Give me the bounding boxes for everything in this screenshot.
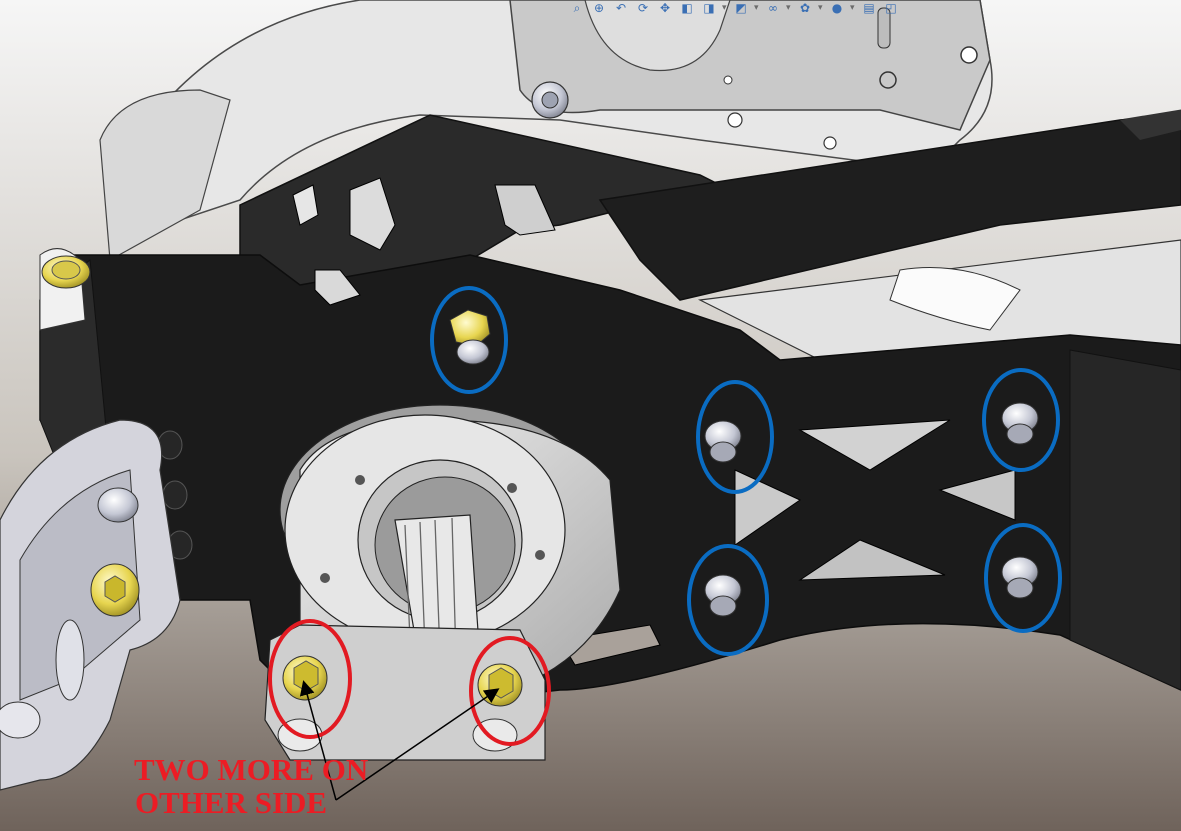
silver-bolt-2[interactable] — [1001, 402, 1039, 445]
scene-icon[interactable]: ● — [831, 1, 843, 15]
dropdown-chevron-icon[interactable]: ▾ — [786, 3, 791, 13]
previous-view-icon[interactable]: ↶ — [615, 1, 627, 15]
yellow-bolt-upper-center[interactable] — [449, 309, 491, 365]
dropdown-chevron-icon[interactable]: ▾ — [722, 3, 727, 13]
zoom-to-fit-icon[interactable]: ⌕ — [573, 1, 581, 15]
red-callouts — [268, 619, 551, 746]
annotation-line-1: TWO MORE ON — [134, 752, 369, 787]
blue-circle-upper-bolt — [430, 286, 508, 394]
silver-bolt-1[interactable] — [704, 420, 742, 463]
blue-circle-bolt-1 — [696, 380, 774, 494]
display-style-icon[interactable]: ◩ — [735, 1, 747, 15]
appearance-icon[interactable]: ✿ — [799, 1, 811, 15]
heads-up-view-toolbar: ⌕ ⊕ ↶ ⟳ ✥ ◧ ◨ ▾ ◩ ▾ ∞ ▾ ✿ ▾ ● ▾ ▤ ◰ — [564, 0, 944, 16]
silver-bolt-link[interactable] — [97, 487, 139, 523]
hide-show-icon[interactable]: ∞ — [768, 1, 778, 15]
annotation-label: TWO MORE ON OTHER SIDE — [134, 753, 368, 819]
silver-fasteners — [97, 402, 1039, 617]
section-view-icon[interactable]: ◧ — [681, 1, 693, 15]
silver-bolt-3[interactable] — [704, 574, 742, 617]
output-hub — [264, 404, 621, 761]
dropdown-chevron-icon[interactable]: ▾ — [818, 3, 823, 13]
annotation-line-2: OTHER SIDE — [135, 785, 328, 820]
blue-circle-bolt-2 — [982, 368, 1060, 472]
silver-bolt-4[interactable] — [1001, 556, 1039, 599]
gearbox-housing — [99, 0, 993, 261]
blue-circle-bolt-3 — [687, 544, 769, 656]
yellow-bolt-lower-left[interactable] — [282, 655, 328, 701]
dropdown-chevron-icon[interactable]: ▾ — [850, 3, 855, 13]
red-circle-right — [469, 636, 551, 746]
rotate-icon[interactable]: ⟳ — [637, 1, 649, 15]
yellow-bolt-lower-right[interactable] — [477, 663, 523, 707]
blue-callouts — [430, 286, 1062, 656]
zoom-area-icon[interactable]: ⊕ — [593, 1, 605, 15]
callout-arrows — [299, 680, 500, 801]
view-settings-icon[interactable]: ▤ — [863, 1, 875, 15]
view-orientation-icon[interactable]: ◨ — [703, 1, 715, 15]
red-circle-left — [268, 619, 352, 739]
arrow-to-left-bolt — [299, 680, 337, 801]
3d-view-icon[interactable]: ◰ — [885, 1, 897, 15]
yellow-bolt-top-left[interactable] — [41, 255, 91, 289]
dropdown-chevron-icon[interactable]: ▾ — [754, 3, 759, 13]
pan-icon[interactable]: ✥ — [659, 1, 671, 15]
blue-circle-bolt-4 — [984, 523, 1062, 633]
arrow-to-right-bolt — [335, 688, 500, 801]
yellow-bolt-link[interactable] — [90, 563, 140, 617]
yellow-fasteners — [41, 255, 523, 707]
